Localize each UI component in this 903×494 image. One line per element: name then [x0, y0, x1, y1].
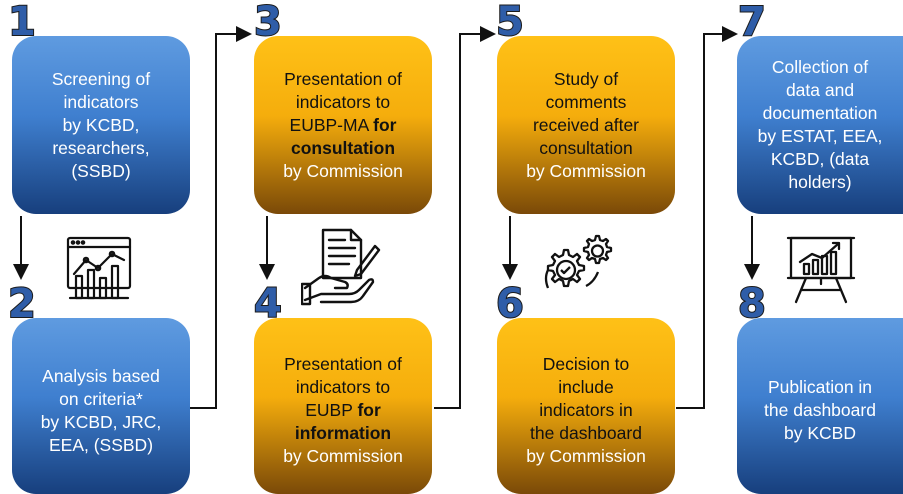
arrow-4-to-5	[434, 26, 496, 409]
step-1-by-1: by KCBD,	[62, 114, 140, 135]
arrow-2-to-3	[190, 26, 252, 409]
step-8-box: Publication in the dashboard by KCBD	[737, 318, 903, 494]
step-1-by-2: researchers,	[52, 137, 150, 158]
step-6-number: 6	[495, 281, 525, 327]
step-7-by-1: by ESTAT, EEA,	[757, 126, 883, 146]
step-3-by-1: by Commission	[283, 160, 403, 181]
step-2-number: 2	[7, 281, 37, 327]
step-4-line-3: EUBP for	[305, 399, 381, 422]
step-8-by-1: by KCBD	[784, 422, 856, 443]
step-2-by-2: EEA, (SSBD)	[48, 435, 154, 455]
step-5-number: 5	[495, 0, 525, 45]
step-4-line-2: indicators to	[295, 376, 391, 397]
step-6-line-1: Decision to	[542, 353, 630, 374]
step-1-number: 1	[7, 0, 37, 45]
step-3-line-3-bold: for	[373, 114, 397, 135]
step-4-number: 4	[253, 281, 283, 327]
step-3-line-3: EUBP-MA for	[290, 114, 397, 137]
step-4-box: Presentation of indicators to EUBP for i…	[254, 318, 432, 494]
arrow-6-to-7	[676, 26, 738, 409]
step-5-by-1: by Commission	[526, 160, 646, 181]
step-5-line-1: Study of	[553, 68, 619, 89]
step-7-line-1: Collection of	[771, 57, 869, 77]
step-8-number: 8	[737, 281, 767, 327]
step-2-box: Analysis based on criteria* by KCBD, JRC…	[12, 318, 190, 494]
step-8-line-1: Publication in	[767, 376, 873, 397]
step-1-by-3: (SSBD)	[71, 160, 131, 181]
step-4-line-3-pre: EUBP	[305, 399, 358, 420]
step-2-by-1: by KCBD, JRC,	[40, 412, 162, 432]
step-3-line-2: indicators to	[295, 91, 391, 112]
step-1-line-1: Screening of	[51, 68, 151, 89]
step-5-line-3: received after	[532, 114, 640, 135]
gears-icon	[544, 234, 613, 289]
step-7-box: Collection of data and documentation by …	[737, 36, 903, 214]
step-5-line-2: comments	[545, 91, 627, 112]
step-3-box: Presentation of indicators to EUBP-MA fo…	[254, 36, 432, 214]
presentation-board-icon	[786, 236, 856, 304]
step-3-line-3-pre: EUBP-MA	[289, 114, 374, 135]
step-6-by-1: by Commission	[526, 445, 646, 466]
step-6-box: Decision to include indicators in the da…	[497, 318, 675, 494]
step-1-line-2: indicators	[63, 91, 139, 112]
step-7-line-3: documentation	[762, 103, 878, 123]
step-7-by-2: KCBD, (data	[770, 149, 870, 169]
step-2-line-2: on criteria*	[59, 389, 143, 409]
step-3-number: 3	[253, 0, 283, 45]
step-7-line-2: data and	[785, 80, 855, 100]
step-6-line-2: include	[558, 376, 614, 397]
step-7-by-3: holders)	[788, 172, 852, 192]
step-4-by-1: by Commission	[283, 445, 403, 466]
step-4-bold-word: information	[294, 422, 392, 443]
step-6-line-4: the dashboard	[530, 422, 642, 443]
step-7-number: 7	[737, 0, 767, 45]
analytics-chart-icon	[66, 236, 132, 300]
document-hand-pen-icon	[301, 228, 381, 306]
step-4-line-4: information	[295, 422, 391, 445]
step-8-line-2: the dashboard	[764, 399, 876, 420]
step-4-line-1: Presentation of	[284, 353, 402, 374]
step-5-box: Study of comments received after consult…	[497, 36, 675, 214]
step-3-line-4: consultation	[291, 137, 395, 160]
step-5-line-4: consultation	[539, 137, 633, 158]
step-6-line-3: indicators in	[539, 399, 633, 420]
step-3-line-1: Presentation of	[284, 68, 402, 89]
step-4-line-3-bold: for	[357, 399, 381, 420]
step-3-bold-word: consultation	[290, 137, 396, 158]
step-2-line-1: Analysis based	[42, 366, 160, 386]
step-1-box: Screening of indicators by KCBD, researc…	[12, 36, 190, 214]
